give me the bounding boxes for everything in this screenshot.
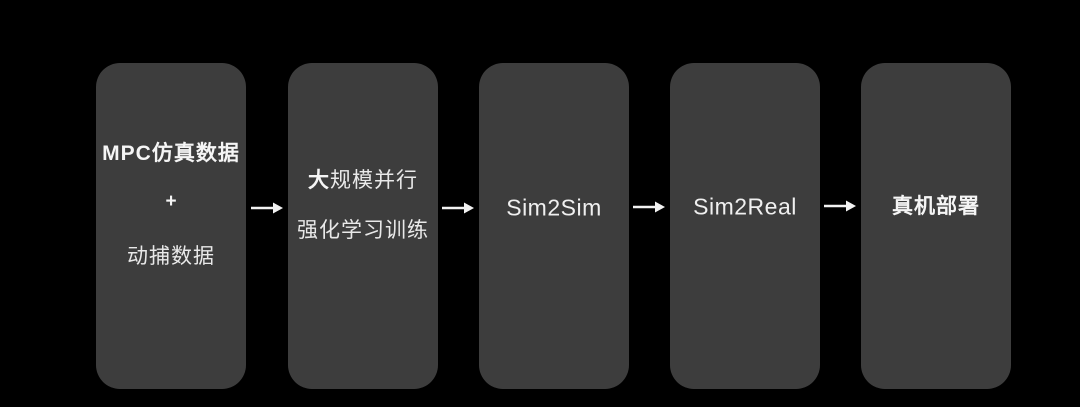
stage-text-sim2real: Sim2Real xyxy=(693,193,797,220)
stage-text-mocap-data: 动捕数据 xyxy=(127,245,215,268)
stage-box-rl-training: 大规模并行 强化学习训练 xyxy=(288,63,438,389)
stage-text-sim2sim: Sim2Sim xyxy=(506,194,602,221)
stage-text-parallel: 大规模并行 xyxy=(288,164,438,194)
stage-box-sim2sim: Sim2Sim xyxy=(479,63,629,389)
stage-text-parallel-lead: 大 xyxy=(308,169,330,192)
stage-text-deployment: 真机部署 xyxy=(892,195,980,218)
stage-box-training-data: MPC仿真数据 + 动捕数据 xyxy=(96,63,246,389)
arrow-right-icon xyxy=(442,202,474,214)
stage-text-mpc-data: MPC仿真数据 xyxy=(102,142,240,165)
stage-text-rl: 强化学习训练 xyxy=(297,219,429,242)
arrow-right-icon xyxy=(824,200,856,212)
stage-text-parallel-rest: 规模并行 xyxy=(330,169,418,192)
stage-box-sim2real: Sim2Real xyxy=(670,63,820,389)
plus-separator: + xyxy=(165,191,177,212)
arrow-right-icon xyxy=(633,201,665,213)
arrow-right-icon xyxy=(251,202,283,214)
stage-box-deployment: 真机部署 xyxy=(861,63,1011,389)
